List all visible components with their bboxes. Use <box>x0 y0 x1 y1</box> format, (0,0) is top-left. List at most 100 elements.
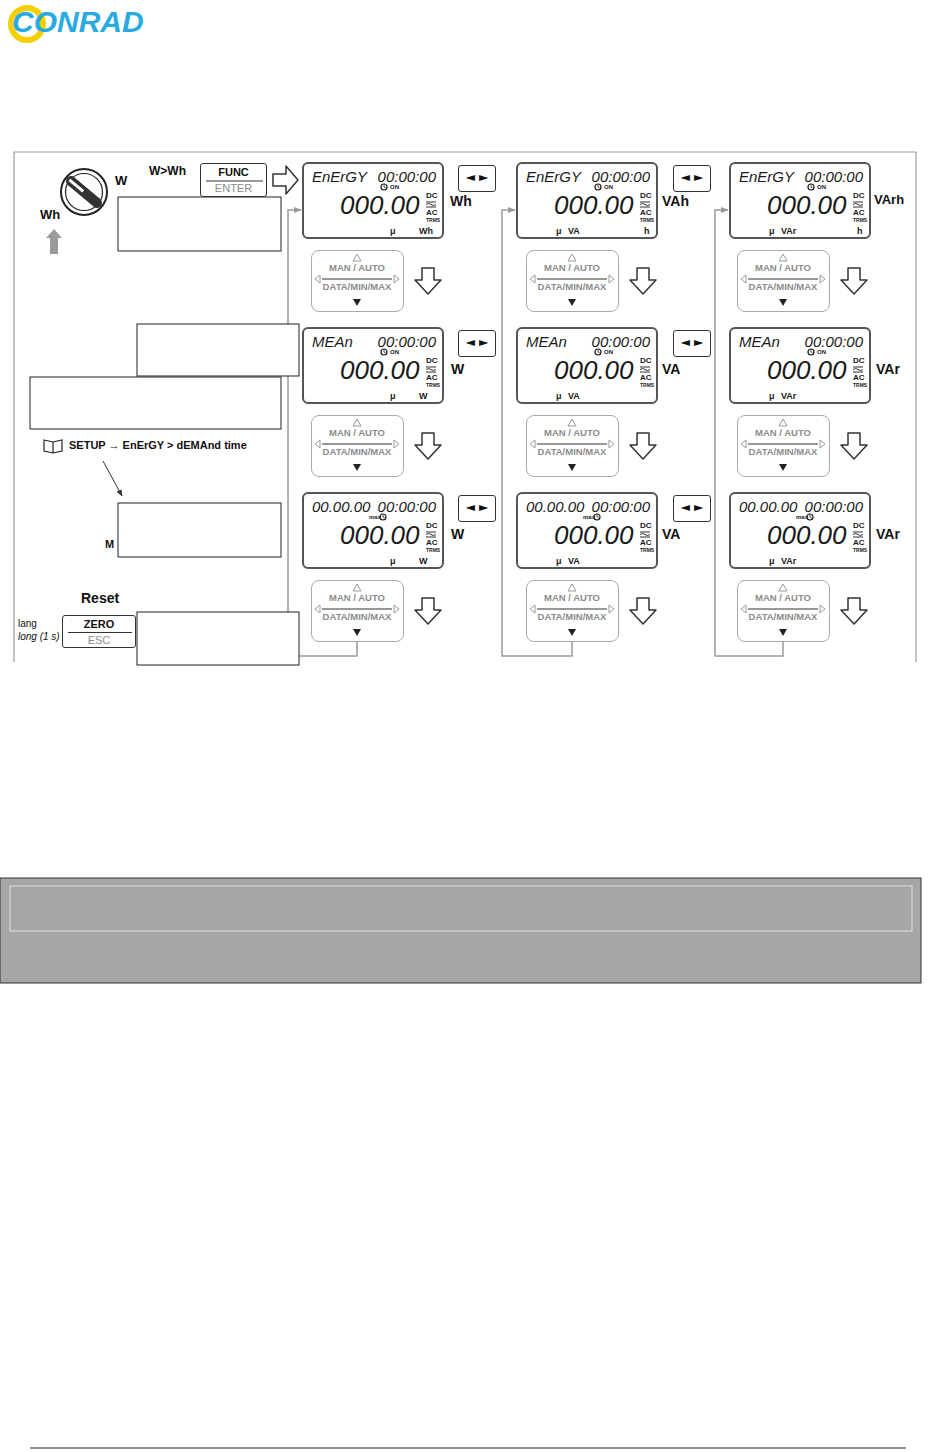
key-label: MAN / AUTO <box>527 593 618 603</box>
lcd-readout: 00.00.00 <box>312 499 370 516</box>
lcd-readout: MEAn <box>526 334 567 351</box>
lcd-readout: TRMS <box>853 548 867 554</box>
lcd-readout: 00:00:00 <box>805 169 863 186</box>
key-divider <box>748 608 818 609</box>
up-arrow <box>46 229 62 254</box>
key-label: DATA/MIN/MAX <box>738 447 829 457</box>
lcd-readout: DC <box>853 357 865 366</box>
lcd-readout: 00.00.00 <box>739 499 797 516</box>
key-label: DATA/MIN/MAX <box>312 612 403 622</box>
lcd-readout: W <box>419 557 428 567</box>
key-label: ◄ ► <box>459 501 495 514</box>
unit-label: VA <box>662 526 680 542</box>
clock-hand <box>384 185 386 188</box>
lcd-readout: max <box>583 514 595 521</box>
lcd-readout: AC <box>426 374 438 383</box>
arrow-key: ◄ ► <box>673 165 711 192</box>
book-icon <box>44 440 62 453</box>
key-divider <box>206 180 263 181</box>
unit-label: VAr <box>876 526 900 542</box>
clock-hand <box>383 515 385 518</box>
key-label: ENTER <box>201 182 266 194</box>
down-arrow <box>630 433 656 459</box>
unit-label: Wh <box>450 193 472 209</box>
clock-hand <box>598 350 600 353</box>
lcd-readout: MEAn <box>312 334 353 351</box>
lcd-readout: ON <box>390 184 399 191</box>
key-label: DATA/MIN/MAX <box>312 282 403 292</box>
lcd-readout: TRMS <box>426 548 440 554</box>
arrow-key: ◄ ► <box>673 330 711 357</box>
lcd-display: MEAn00:00:00ON000.00DCACTRMSμW <box>302 327 444 404</box>
clock-hand <box>597 515 599 518</box>
lcd-readout: h <box>644 227 650 237</box>
key-divider <box>537 278 607 279</box>
lcd-readout: 000.00 <box>767 356 847 385</box>
lcd-readout: VAr <box>781 392 796 402</box>
lcd-readout: TRMS <box>853 218 867 224</box>
man-auto-key: MAN / AUTODATA/MIN/MAX <box>311 250 404 312</box>
lcd-readout: VAr <box>781 227 796 237</box>
up-triangle <box>353 419 361 426</box>
key-divider <box>68 632 132 633</box>
key-label: ◄ ► <box>674 501 710 514</box>
lcd-readout: DC <box>426 192 438 201</box>
clock-hand <box>810 515 812 518</box>
lcd-readout: 000.00 <box>340 521 420 550</box>
ac-dc-symbol <box>426 367 436 372</box>
down-arrow <box>415 433 441 459</box>
note-band-inner <box>10 886 912 931</box>
lcd-readout: DC <box>853 522 865 531</box>
key-label: MAN / AUTO <box>527 263 618 273</box>
lcd-readout: VA <box>568 392 580 402</box>
lcd-readout: VA <box>568 227 580 237</box>
lcd-readout: TRMS <box>640 548 654 554</box>
lcd-display: MEAn00:00:00ON000.00DCACTRMSμVA <box>516 327 658 404</box>
function-key: FUNC ENTER <box>200 163 267 197</box>
switch-label: Wh <box>40 208 60 223</box>
ac-dc-symbol <box>426 532 436 537</box>
down-arrow <box>841 598 867 624</box>
man-auto-key: MAN / AUTODATA/MIN/MAX <box>737 250 830 312</box>
key-label: MAN / AUTO <box>738 593 829 603</box>
lcd-readout: AC <box>640 209 652 218</box>
lcd-readout: DC <box>426 522 438 531</box>
down-triangle <box>779 629 787 636</box>
lcd-readout: μ <box>390 227 396 237</box>
arrow-key: ◄ ► <box>673 495 711 522</box>
switch-label: W <box>115 174 127 189</box>
ac-dc-symbol <box>853 202 863 207</box>
lcd-readout: ON <box>604 184 613 191</box>
man-auto-key: MAN / AUTODATA/MIN/MAX <box>737 580 830 642</box>
up-triangle <box>779 584 787 591</box>
blank-callout <box>137 324 299 376</box>
lcd-readout: AC <box>853 209 865 218</box>
key-label: ◄ ► <box>674 171 710 184</box>
lcd-readout: VAr <box>781 557 796 567</box>
key-label: ESC <box>63 634 135 646</box>
key-label: MAN / AUTO <box>312 428 403 438</box>
down-triangle <box>568 299 576 306</box>
lcd-readout: TRMS <box>640 383 654 389</box>
lcd-readout: 000.00 <box>554 356 634 385</box>
blank-callout <box>118 503 281 557</box>
lcd-readout: 00:00:00 <box>378 169 436 186</box>
lcd-readout: ON <box>817 349 826 356</box>
lcd-readout: MEAn <box>739 334 780 351</box>
key-divider <box>748 443 818 444</box>
lcd-readout: W <box>419 392 428 402</box>
lcd-readout: 00:00:00 <box>805 334 863 351</box>
arrow-key: ◄ ► <box>458 495 496 522</box>
lcd-readout: 00.00.00 <box>526 499 584 516</box>
blank-callout <box>137 612 299 665</box>
lcd-readout: 000.00 <box>554 191 634 220</box>
lcd-readout: 000.00 <box>767 521 847 550</box>
clock-hand <box>811 185 813 188</box>
clock-hand <box>598 185 600 188</box>
lcd-readout: 00:00:00 <box>378 334 436 351</box>
arrow-key: ◄ ► <box>458 165 496 192</box>
key-label: ◄ ► <box>459 171 495 184</box>
key-label: FUNC <box>201 166 266 178</box>
ac-dc-symbol <box>640 202 650 207</box>
